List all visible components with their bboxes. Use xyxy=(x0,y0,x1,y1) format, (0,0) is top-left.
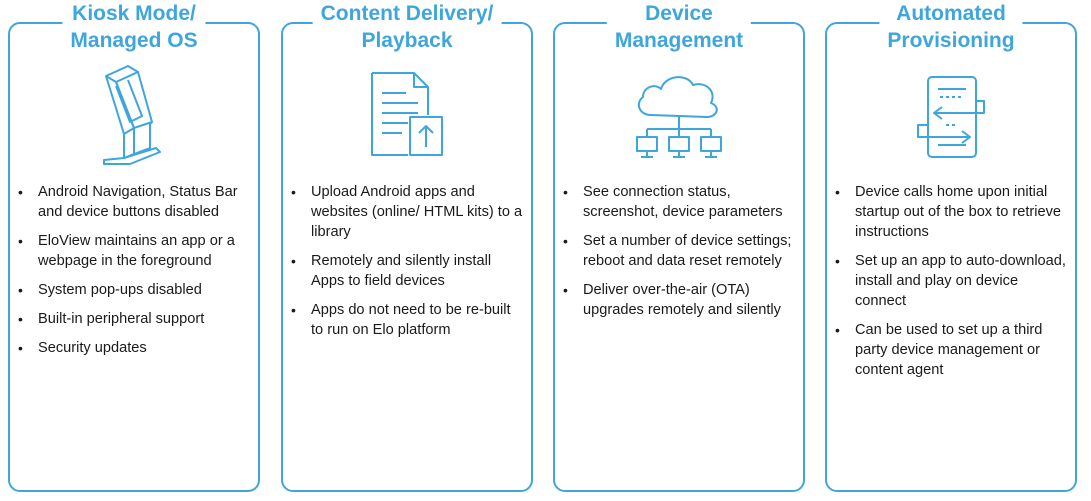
kiosk-bullet-list: •Android Navigation, Status Bar and devi… xyxy=(10,182,258,367)
list-item: •Apps do not need to be re-built to run … xyxy=(291,302,511,338)
kiosk-icon xyxy=(10,62,258,172)
provisioning-icon xyxy=(827,62,1075,172)
provisioning-bullet-list: •Device calls home upon initial startup … xyxy=(827,182,1075,389)
list-item: •Can be used to set up a third party dev… xyxy=(835,322,1043,378)
list-item: •See connection status, screenshot, devi… xyxy=(563,184,783,220)
card-title: Content Delivery/ Playback xyxy=(312,0,502,54)
list-item: •Remotely and silently install Apps to f… xyxy=(291,253,492,289)
card-title: Automated Provisioning xyxy=(879,0,1023,54)
list-item: •Upload Android apps and websites (onlin… xyxy=(291,184,523,240)
list-item: •System pop-ups disabled xyxy=(18,282,202,298)
cloud-network-icon xyxy=(555,62,803,172)
device-management-bullet-list: •See connection status, screenshot, devi… xyxy=(555,182,803,329)
device-management-card: Device Management •See connection status… xyxy=(553,0,805,492)
content-delivery-bullet-list: •Upload Android apps and websites (onlin… xyxy=(283,182,531,349)
list-item: •EloView maintains an app or a webpage i… xyxy=(18,233,235,269)
list-item: •Set up an app to auto-download, install… xyxy=(835,253,1066,309)
list-item: •Built-in peripheral support xyxy=(18,311,205,327)
card-title: Device Management xyxy=(606,0,752,54)
content-delivery-card: Content Delivery/ Playback •Upload Andro… xyxy=(281,0,533,492)
kiosk-mode-card: Kiosk Mode/ Managed OS •Android Navigati… xyxy=(8,0,260,492)
card-title: Kiosk Mode/ Managed OS xyxy=(62,0,206,54)
list-item: •Device calls home upon initial startup … xyxy=(835,184,1062,240)
list-item: •Set a number of device settings; reboot… xyxy=(563,233,792,269)
list-item: •Deliver over-the-air (OTA) upgrades rem… xyxy=(563,282,781,318)
document-upload-icon xyxy=(283,62,531,172)
automated-provisioning-card: Automated Provisioning •Device calls hom… xyxy=(825,0,1077,492)
list-item: •Security updates xyxy=(18,340,147,356)
list-item: •Android Navigation, Status Bar and devi… xyxy=(18,184,238,220)
